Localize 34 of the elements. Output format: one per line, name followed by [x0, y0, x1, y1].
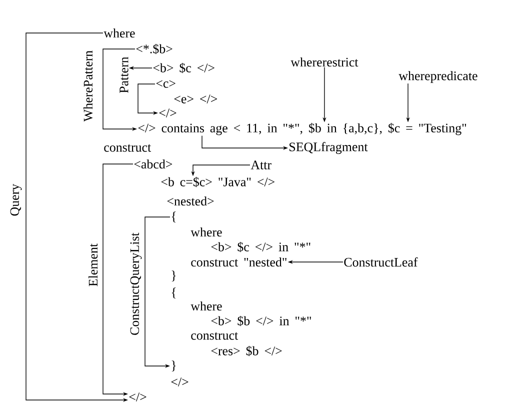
bracket-label: ConstructQueryList	[130, 232, 142, 335]
code-line: where	[190, 227, 222, 237]
annotation-label: wherepredicate	[398, 71, 478, 83]
annotation-label: SEQLfragment	[290, 142, 368, 154]
code-line: </>	[171, 378, 188, 386]
code-line: <nested>	[167, 196, 214, 206]
code-line: construct "nested"	[191, 257, 286, 267]
code-line: where	[104, 28, 135, 38]
code-line: </>	[129, 392, 146, 402]
annotation-label: whererestrict	[290, 57, 358, 67]
code-line: }	[172, 360, 176, 372]
code-line: <*.$b>	[136, 44, 172, 54]
bracket-label: WherePattern	[83, 50, 93, 122]
code-line: </> contains age < 11, in "*", $b in {a,b,c}, $c = "Testing"	[138, 122, 466, 136]
code-line: }	[172, 270, 176, 282]
code-line: construct	[104, 144, 152, 152]
code-line: construct	[191, 332, 238, 340]
annotation-label: Attr	[250, 160, 272, 170]
code-line: where	[190, 301, 222, 311]
code-line: {	[172, 212, 176, 222]
code-line: <b c=$c> "Java" </>	[161, 176, 274, 188]
code-line: <e> </>	[174, 94, 218, 104]
code-line: <abcd>	[134, 159, 172, 169]
code-line: <c>	[156, 80, 176, 88]
code-line: <b> $c </>	[153, 62, 214, 74]
annotation-label: Pattern	[120, 56, 128, 93]
code-line: <b> $b </> in "*"	[211, 316, 311, 326]
code-line: <b> $c </> in "*"	[211, 242, 310, 252]
code-line: {	[172, 288, 176, 298]
bracket-label: Element	[88, 244, 98, 286]
annotation-label: ConstructLeaf	[344, 257, 418, 267]
bracket-label: Query	[10, 184, 22, 216]
code-line: </>	[159, 108, 176, 118]
code-line: <res> $b </>	[211, 346, 282, 356]
